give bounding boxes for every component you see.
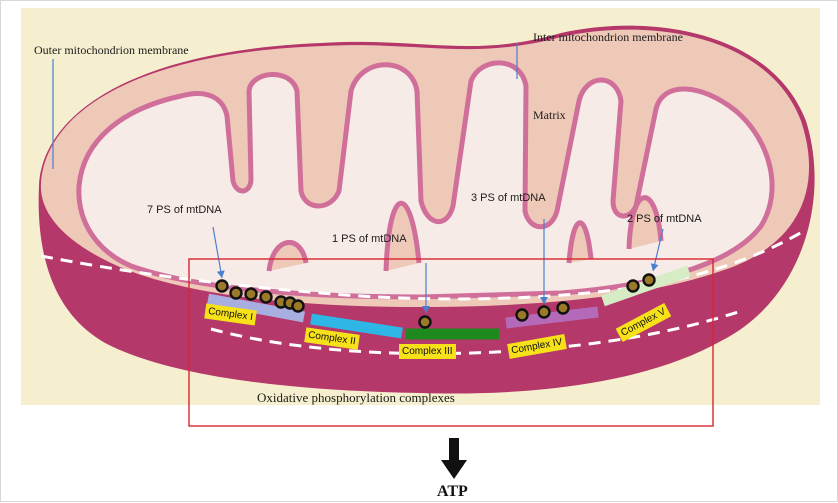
complex-label: Complex III [399, 344, 456, 359]
ps-dot [231, 288, 242, 299]
down-arrow-icon [441, 438, 467, 479]
ps-dot [217, 281, 228, 292]
ps-dot [246, 289, 257, 300]
ps-label: 1 PS of mtDNA [332, 233, 407, 245]
ps-dot [420, 317, 431, 328]
crista-bump [569, 223, 591, 263]
ps-label: 3 PS of mtDNA [471, 192, 546, 204]
ps-dot [293, 301, 304, 312]
ps-dot [558, 303, 569, 314]
inner-membrane-label: Inter mitochondrion membrane [533, 30, 683, 45]
ps-dot [261, 292, 272, 303]
ps-label: 2 PS of mtDNA [627, 213, 702, 225]
ps-dot [628, 281, 639, 292]
atp-label: ATP [437, 483, 468, 501]
ps-dot [517, 310, 528, 321]
matrix-label: Matrix [533, 108, 566, 123]
outer-membrane-label: Outer mitochondrion membrane [34, 43, 189, 58]
ps-dot [539, 307, 550, 318]
ps-label: 7 PS of mtDNA [147, 204, 222, 216]
ps-dot [644, 275, 655, 286]
oxphos-caption: Oxidative phosphorylation complexes [257, 390, 455, 406]
